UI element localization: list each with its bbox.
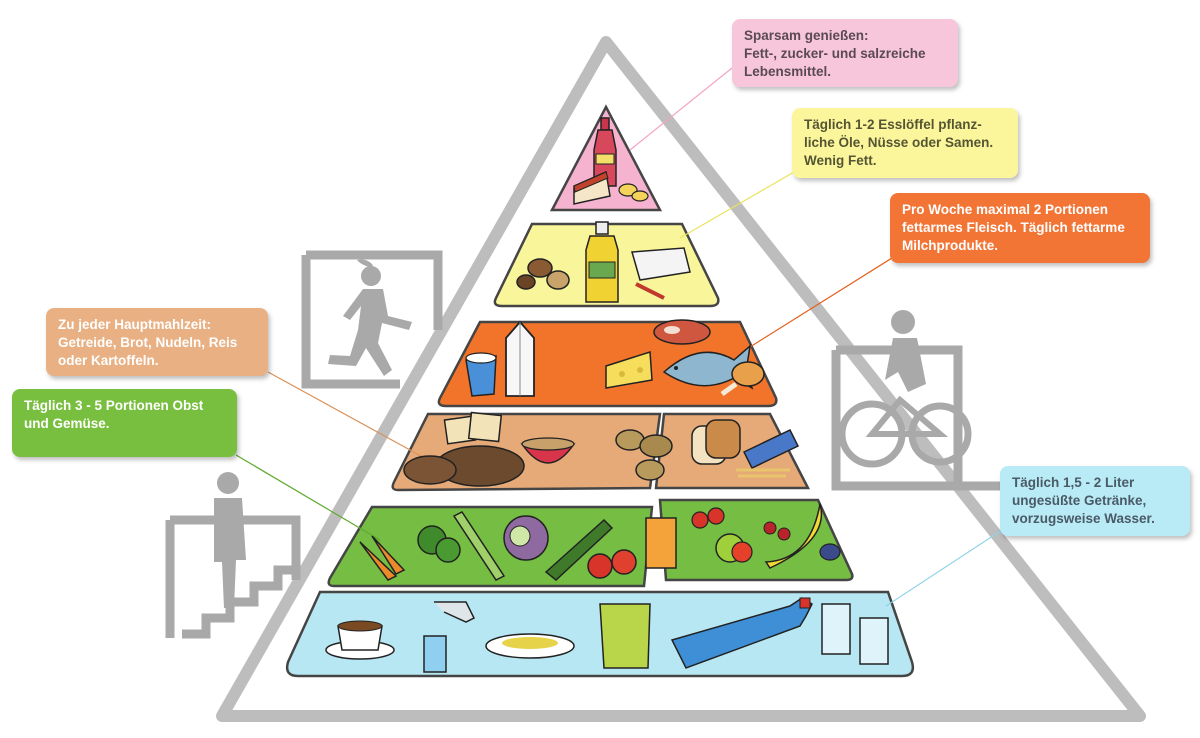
callout-sweets-line-3: Lebensmittel.: [744, 64, 832, 79]
cheese-icon: [605, 350, 653, 389]
cherries-icon: [763, 521, 791, 541]
butter-dish-icon: [631, 247, 691, 300]
banana-icon: [764, 503, 823, 569]
callout-drinks-line-2: ungesüßte Getränke,: [1012, 493, 1147, 508]
chicken-leg-icon: [720, 361, 765, 397]
juice-glass-icon: [645, 517, 677, 569]
milk-carton-icon: [505, 320, 535, 397]
chips-icon: [618, 183, 649, 202]
tomato-icon: [587, 549, 637, 579]
steak-icon: [653, 319, 711, 345]
callout-meat-line-3: Milchprodukte.: [902, 238, 999, 253]
coffee-cup-icon: [325, 620, 395, 660]
tier-fruit-veg-right: [658, 498, 854, 582]
callout-sweets-line-1: Sparsam genießen:: [744, 28, 869, 43]
runner-frame: [301, 250, 443, 389]
leader-drinks: [885, 529, 1003, 607]
callout-drinks-line-3: vorzugsweise Wasser.: [1012, 511, 1155, 526]
soda-bottle-icon: [593, 117, 617, 187]
callout-drinks: Täglich 1,5 - 2 Liter ungesüßte Getränke…: [1000, 466, 1190, 536]
callout-sweets-line-2: Fett-, zucker- und salzreiche: [744, 46, 926, 61]
callout-oils-line-2: liche Öle, Nüsse oder Samen.: [804, 135, 994, 150]
tea-pitcher-icon: [599, 603, 651, 669]
leader-oils: [679, 171, 795, 239]
leader-sweets: [629, 67, 733, 151]
apple-icon: [715, 533, 753, 563]
pyramid-outline: [216, 36, 1146, 722]
callout-grains-line-2: Getreide, Brot, Nudeln, Reis: [58, 335, 238, 350]
callout-meat-line-2: fettarmes Fleisch. Täglich fettarme: [902, 220, 1125, 235]
callout-fruit-veg: Täglich 3 - 5 Portionen Obst und Gemüse.: [12, 389, 237, 457]
bread-loaf-icon: [403, 445, 525, 487]
callout-veg-line-2: und Gemüse.: [24, 416, 110, 431]
leader-grains: [267, 371, 433, 463]
faucet-icon: [423, 601, 476, 673]
leader-meat: [741, 257, 893, 353]
runner-icon: [328, 259, 412, 376]
callout-grains-line-3: oder Kartoffeln.: [58, 353, 159, 368]
callout-grains-line-1: Zu jeder Hauptmahlzeit:: [58, 317, 212, 332]
water-glasses-icon: [821, 603, 889, 665]
callout-meat-dairy: Pro Woche maximal 2 Portionen fettarmes …: [890, 193, 1150, 263]
oil-bottle-icon: [585, 221, 619, 303]
zucchini-icon: [544, 518, 614, 581]
soup-plate-icon: [485, 633, 575, 659]
callout-drinks-line-1: Täglich 1,5 - 2 Liter: [1012, 475, 1135, 490]
pasta-icon: [736, 429, 800, 478]
callout-oils-line-3: Wenig Fett.: [804, 153, 877, 168]
callout-meat-line-1: Pro Woche maximal 2 Portionen: [902, 202, 1109, 217]
cereal-bowl-icon: [520, 437, 576, 464]
leek-icon: [452, 511, 506, 581]
callout-veg-line-1: Täglich 3 - 5 Portionen Obst: [24, 398, 204, 413]
stairs-frame: [165, 515, 301, 639]
strawberries-icon: [691, 507, 725, 529]
plums-icon: [819, 543, 841, 561]
callout-sweets: Sparsam genießen: Fett-, zucker- und sal…: [732, 19, 958, 87]
cyclist-frame: [831, 345, 1004, 491]
cyclist-icon: [838, 310, 972, 468]
potatoes-icon: [615, 429, 673, 481]
crackers-icon: [443, 411, 503, 445]
sliced-bread-icon: [691, 419, 741, 465]
carrots-icon: [359, 535, 406, 581]
leader-veg: [235, 454, 381, 541]
callout-oils: Täglich 1-2 Esslöffel pflanz- liche Öle,…: [792, 108, 1018, 178]
callout-oils-line-1: Täglich 1-2 Esslöffel pflanz-: [804, 117, 982, 132]
lettuce-icon: [503, 515, 549, 561]
yogurt-cup-icon: [465, 352, 497, 397]
broccoli-icon: [417, 525, 461, 563]
callout-grains: Zu jeder Hauptmahlzeit: Getreide, Brot, …: [46, 308, 268, 376]
cake-slice-icon: [573, 170, 611, 205]
water-bottle-icon: [670, 597, 813, 669]
nuts-icon: [516, 258, 570, 290]
fish-icon: [662, 344, 754, 390]
stairs-walker-icon: [214, 472, 246, 608]
